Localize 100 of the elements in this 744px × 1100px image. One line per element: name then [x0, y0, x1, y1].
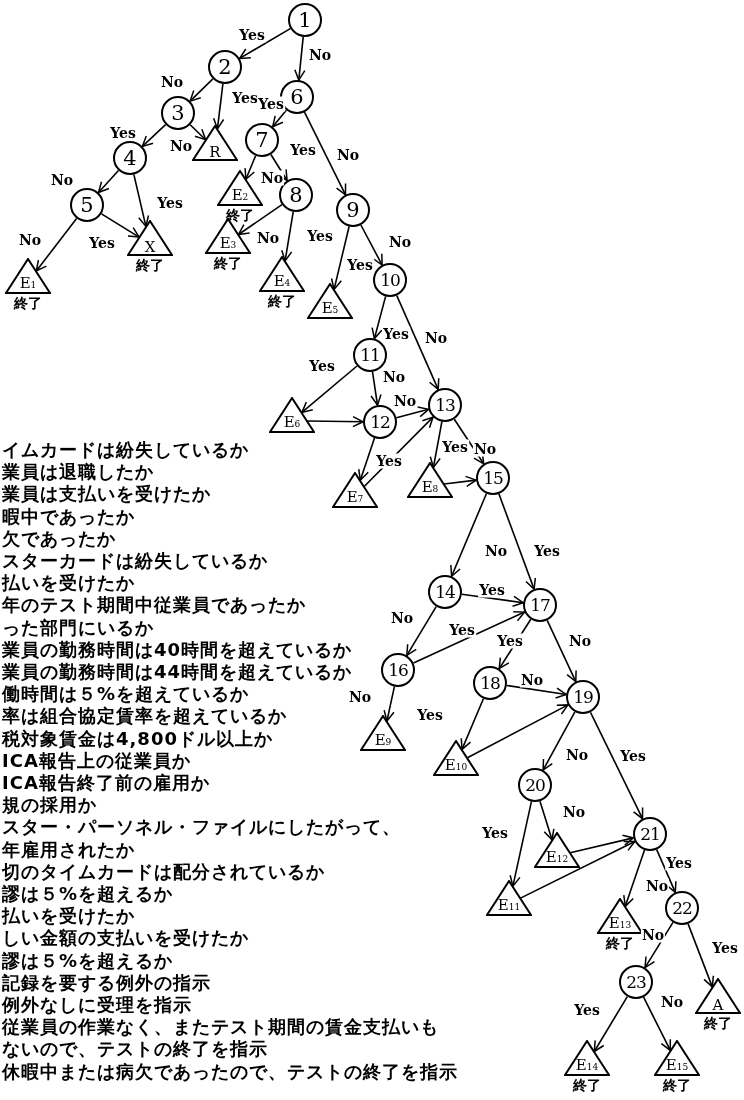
question-text: ICA報告終了前の雇用か — [2, 773, 210, 793]
arrow — [141, 123, 167, 148]
question-text: 謬は５%を超えるか — [2, 950, 174, 971]
decision-circle: 23 — [619, 965, 653, 999]
arrow — [539, 800, 555, 841]
edge-label: No — [561, 804, 587, 820]
arrow — [330, 225, 350, 291]
edge-label: No — [49, 172, 75, 188]
decision-circle: 13 — [428, 388, 462, 422]
arrow — [412, 610, 526, 664]
decision-circle: 21 — [633, 817, 667, 851]
arrow — [461, 593, 524, 608]
edge-label: Yes — [375, 453, 403, 469]
edge-label: Yes — [257, 96, 285, 112]
question-text: 記録を要する例外の指示 — [2, 972, 211, 993]
arrow — [238, 27, 292, 60]
question-text: スターカードは紛失しているか — [2, 551, 268, 571]
question-text: ないので、テストの終了を指示 — [2, 1039, 268, 1060]
edge-label: Yes — [109, 125, 137, 141]
end-note: 終了 — [14, 296, 42, 311]
arrow — [303, 111, 347, 196]
arrow — [271, 109, 288, 128]
arrow — [519, 840, 636, 899]
arrow — [35, 217, 78, 272]
edge-label: No — [255, 230, 281, 246]
edge-label: Yes — [238, 27, 266, 43]
question-text: 謬は５%を超えるか — [2, 884, 174, 904]
question-text: 払いを受けたか — [2, 906, 135, 927]
edge-label: No — [483, 543, 509, 559]
arrow — [371, 295, 387, 340]
arrow — [294, 36, 306, 81]
edge-label: Yes — [533, 543, 561, 559]
edge-label: No — [335, 147, 361, 163]
arrow — [589, 711, 644, 820]
arrow — [395, 406, 430, 419]
question-text: 規の採用か — [2, 795, 97, 816]
question-text: イムカードは紛失しているか — [2, 440, 249, 460]
arrow — [460, 697, 485, 751]
arrow — [509, 800, 533, 887]
question-text: スター・パーソネル・ファイルにしたがって、 — [2, 817, 401, 838]
edge-label: No — [392, 393, 418, 409]
question-text: 業員の勤務時間は40時間を超えているか — [2, 639, 353, 660]
edge-label: Yes — [382, 326, 410, 342]
arrow — [212, 83, 225, 130]
edge-label: Yes — [619, 748, 647, 764]
arrow — [466, 704, 569, 759]
edge-label: No — [168, 138, 194, 154]
arrow — [429, 420, 443, 469]
end-note: 終了 — [663, 1078, 691, 1093]
result-triangle: R — [192, 125, 238, 161]
edge-label: Yes — [665, 855, 693, 871]
edge-label: No — [387, 234, 413, 250]
decision-circle: 15 — [476, 461, 510, 495]
decision-circle: 20 — [518, 768, 552, 802]
arrow — [270, 153, 288, 182]
decision-circle: 2 — [208, 50, 242, 84]
arrow — [360, 224, 383, 266]
arrow — [358, 437, 376, 481]
edge-label: Yes — [231, 90, 259, 106]
edge-label: Yes — [478, 582, 506, 598]
arrow — [498, 493, 537, 590]
arrow — [406, 605, 437, 657]
decision-circle: 9 — [336, 193, 370, 227]
end-note: 終了 — [704, 1016, 732, 1031]
edge-label: No — [659, 994, 685, 1010]
arrow — [281, 211, 294, 262]
edge-label: No — [307, 47, 333, 63]
result-triangle: X — [127, 220, 173, 256]
decision-circle: 19 — [566, 680, 600, 714]
question-text: 税対象賃金は4,800ドル以上か — [2, 728, 273, 749]
edge-label: Yes — [156, 195, 184, 211]
edge-label: Yes — [711, 940, 739, 956]
arrow — [100, 213, 140, 238]
decision-circle: 3 — [161, 96, 195, 130]
arrow — [383, 685, 396, 722]
question-text: 例外なしに受理を指示 — [2, 995, 192, 1015]
decision-circle: 16 — [381, 653, 415, 687]
decision-circle: 4 — [113, 141, 147, 175]
edge-label: No — [259, 170, 285, 186]
decision-circle: 11 — [353, 338, 387, 372]
question-text: 業員は退職したか — [2, 462, 154, 483]
arrow — [306, 415, 364, 428]
arrow — [593, 995, 629, 1053]
arrow — [443, 475, 477, 487]
decision-circle: 1 — [288, 3, 322, 37]
edge-label: No — [159, 74, 185, 90]
edge-label: No — [640, 927, 666, 943]
edge-label: Yes — [306, 228, 334, 244]
edge-label: No — [567, 633, 593, 649]
decision-circle: 22 — [665, 891, 699, 925]
edge-label: Yes — [448, 622, 476, 638]
question-text: 業員の勤務時間は44時間を超えているか — [2, 662, 353, 682]
question-text: 欠であったか — [2, 528, 116, 549]
arrow — [642, 996, 672, 1052]
edge-label: Yes — [441, 439, 469, 455]
arrow — [189, 124, 207, 141]
question-text: 払いを受けたか — [2, 573, 135, 594]
question-text: 業員は支払いを受けたか — [2, 484, 211, 505]
arrow — [506, 684, 567, 699]
question-text: 休暇中または病欠であったので、テストの終了を指示 — [2, 1061, 458, 1082]
